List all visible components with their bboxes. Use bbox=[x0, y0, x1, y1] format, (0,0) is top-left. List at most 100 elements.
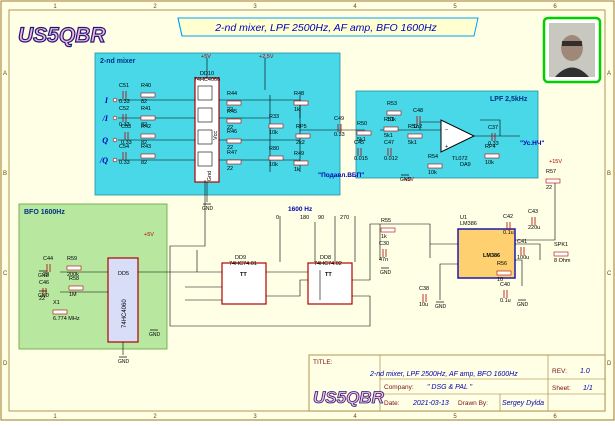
part-ref: R33 bbox=[269, 114, 279, 120]
part-x1: X1 6.774 MHz bbox=[52, 300, 80, 322]
part-ref: R56 bbox=[497, 261, 507, 267]
part-ref: C42 bbox=[503, 214, 513, 220]
part-ref: C38 bbox=[419, 286, 429, 292]
inner-frame bbox=[8, 9, 606, 412]
dd10-part: 74HC4066 bbox=[194, 77, 220, 83]
part-ref: R57 bbox=[546, 169, 556, 175]
sheet-label: Sheet: bbox=[552, 385, 571, 392]
frame-row-left: B bbox=[3, 171, 7, 177]
titleblock-logo: US5QBR bbox=[313, 388, 385, 407]
part-ref: R45 bbox=[227, 109, 237, 115]
part-value: 82 bbox=[141, 99, 147, 105]
part-ref: R54 bbox=[428, 154, 438, 160]
bfo-block bbox=[18, 203, 168, 350]
ground-label: GND bbox=[38, 273, 50, 279]
frame-col-top: 3 bbox=[253, 4, 257, 10]
part-value: 0.015 bbox=[354, 156, 368, 162]
header-banner: 2-nd mixer, LPF 2500Hz, AF amp, BFO 1600… bbox=[177, 17, 479, 37]
part-ref: R47 bbox=[227, 150, 237, 156]
resistor-symbol bbox=[140, 115, 156, 121]
part-ref: R55 bbox=[381, 218, 391, 224]
part-ref: C49 bbox=[334, 116, 344, 122]
part-ref: C44 bbox=[43, 256, 53, 262]
part-c48: C48 1n2 bbox=[413, 108, 423, 130]
phase-label: 90 bbox=[318, 215, 324, 221]
frame-col-top: 1 bbox=[53, 4, 57, 10]
ground-label: GND bbox=[400, 177, 412, 183]
resistor-symbol bbox=[293, 100, 309, 106]
ic-dd10-74hc4066: DD10 74HC4066 Vcc Gnd bbox=[194, 71, 220, 183]
frame-row-right: C bbox=[607, 271, 612, 277]
drawn-by-value: Sergey Dylda bbox=[502, 400, 544, 407]
part-ref: SPK1 bbox=[554, 242, 568, 248]
part-value: 1k bbox=[294, 167, 300, 173]
resistor-symbol bbox=[383, 126, 399, 132]
part-value: 82 bbox=[141, 140, 147, 146]
frame-col-bottom: 2 bbox=[153, 414, 157, 420]
phase-label: 0 bbox=[276, 215, 279, 221]
dd5-ref: DD5 bbox=[118, 271, 129, 277]
signal-input-node bbox=[112, 157, 118, 163]
part-ref: C48 bbox=[413, 108, 423, 114]
resistor-symbol bbox=[380, 227, 396, 233]
part-value: 10k bbox=[485, 160, 494, 166]
frame-col-bottom: 6 bbox=[553, 414, 557, 420]
title-label: TITLE: bbox=[313, 359, 333, 366]
dd8-part: 74HC74.02 bbox=[314, 261, 342, 267]
date-label: Date: bbox=[384, 400, 400, 407]
part-value: 8 Ohm bbox=[554, 258, 571, 264]
date-value: 2021-03-13 bbox=[412, 400, 449, 407]
company-value: " DSG & PAL " bbox=[427, 384, 473, 391]
part-ref: X1 bbox=[53, 300, 60, 306]
part-value: 0.33 bbox=[119, 122, 130, 128]
bfo-block-label: BFO 1600Hz bbox=[24, 209, 65, 216]
part-value: 10u bbox=[419, 302, 428, 308]
author-photo bbox=[542, 16, 602, 84]
frame-row-left: A bbox=[3, 71, 7, 77]
ic-dd5-74hc4060: DD5 74HC4060 bbox=[107, 257, 139, 343]
part-value: 1k bbox=[381, 234, 387, 240]
part-ref: R40 bbox=[141, 83, 151, 89]
signal-input-node bbox=[112, 97, 118, 103]
part-value: 10k bbox=[428, 170, 437, 176]
part-ref: C54 bbox=[119, 144, 129, 150]
title-value: 2-nd mixer, LPF 2500Hz, AF amp, BFO 1600… bbox=[369, 371, 518, 378]
resistor-symbol bbox=[226, 118, 242, 124]
drawn-by-label: Drawn By: bbox=[458, 400, 488, 407]
resistor-symbol bbox=[68, 285, 84, 291]
part-value: 5k1 bbox=[408, 140, 417, 146]
ground-label: GND bbox=[380, 270, 392, 276]
part-ref: C41 bbox=[517, 239, 527, 245]
part-c40: C40 0.1u bbox=[500, 282, 511, 304]
part-ref: C40 bbox=[500, 282, 510, 288]
ground-label: GND bbox=[38, 293, 50, 299]
resistor-symbol bbox=[427, 163, 443, 169]
frame-col-bottom: 4 bbox=[353, 414, 357, 420]
resistor-symbol bbox=[553, 251, 569, 257]
part-value: 22 bbox=[227, 107, 233, 113]
frame-row-right: A bbox=[607, 71, 611, 77]
part-r55: R55 1k bbox=[380, 218, 396, 240]
part-value: 1n2 bbox=[413, 124, 422, 130]
part-value: 0.1u bbox=[500, 298, 511, 304]
resistor-symbol bbox=[226, 100, 242, 106]
resistor-symbol bbox=[295, 133, 311, 139]
svg-text:–: – bbox=[445, 127, 449, 133]
opamp-da9-tl072: – + TL072 DA9 bbox=[440, 119, 476, 168]
part-value: 1M bbox=[69, 292, 77, 298]
resistor-symbol bbox=[386, 110, 402, 116]
frame-col-top: 6 bbox=[553, 4, 557, 10]
ic-dd9-74hc74: DD9 74HC74.01 TT bbox=[221, 255, 267, 305]
phase-label: 180 bbox=[300, 215, 309, 221]
resistor-symbol bbox=[140, 153, 156, 159]
ground-label: GND bbox=[118, 359, 130, 365]
part-ref: C47 bbox=[384, 140, 394, 146]
part-value: 6.774 MHz bbox=[53, 316, 80, 322]
